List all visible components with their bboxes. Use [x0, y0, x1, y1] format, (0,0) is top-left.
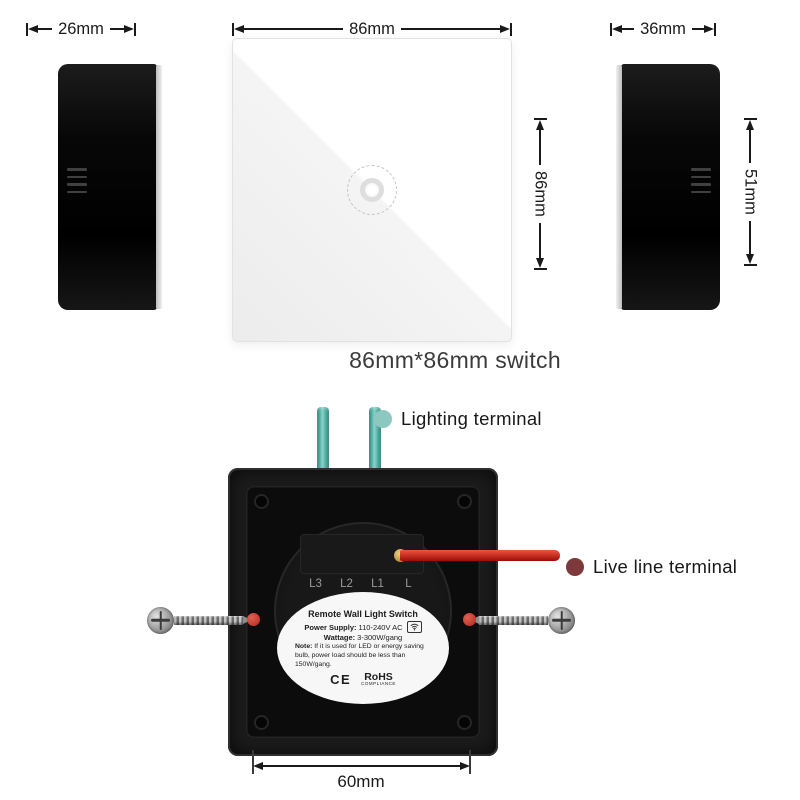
- mounting-screw-right: [471, 605, 575, 635]
- live-terminal-dot-icon: [566, 558, 584, 576]
- wireless-icon: [406, 621, 422, 634]
- dimension-side-left-width: 26mm: [26, 20, 136, 38]
- lighting-terminal-annotation: Lighting terminal: [374, 408, 542, 430]
- arrow-right-icon: [460, 762, 470, 770]
- live-terminal-annotation: Live line terminal: [566, 556, 737, 578]
- glass-panel-edge: [616, 65, 622, 309]
- arrow-right-icon: [704, 25, 714, 33]
- dimension-screw-spacing: [253, 757, 470, 775]
- switch-back-panel: L3 L2 L1 L Remote Wall Light Switch Powe…: [228, 468, 498, 756]
- mounting-hole-right: [463, 613, 476, 626]
- cert-marks: CE RoHS COMPLIANCE: [330, 670, 396, 687]
- vent-slots: [691, 168, 711, 193]
- switch-body-profile: [621, 64, 720, 310]
- mounting-screw-left: [147, 605, 251, 635]
- lighting-terminal-dot-icon: [374, 410, 392, 428]
- dimension-side-right-depth: 51mm: [741, 118, 760, 266]
- dimension-label: 51mm: [741, 169, 760, 215]
- terminal-l1: L1: [371, 578, 384, 590]
- switch-body-profile: [58, 64, 157, 310]
- arrow-left-icon: [253, 762, 263, 770]
- dimension-label: 36mm: [640, 19, 686, 38]
- arrow-up-icon: [746, 120, 754, 130]
- lighting-terminal-label: Lighting terminal: [401, 408, 542, 429]
- dimension-front-height: 86mm: [531, 118, 550, 270]
- screw-shaft: [174, 615, 243, 625]
- live-terminal-label: Live line terminal: [593, 556, 738, 577]
- switch-side-view-left: [58, 64, 162, 310]
- arrow-left-icon: [234, 25, 244, 33]
- touch-button: [347, 165, 397, 215]
- arrow-down-icon: [746, 254, 754, 264]
- terminal-l2: L2: [340, 578, 353, 590]
- vent-slots: [67, 168, 87, 193]
- back-inner-plate: L3 L2 L1 L Remote Wall Light Switch Powe…: [246, 486, 480, 738]
- live-wire: [400, 550, 560, 561]
- arrow-left-icon: [612, 25, 622, 33]
- rohs-mark-icon: RoHS COMPLIANCE: [361, 670, 396, 687]
- ce-mark-icon: CE: [330, 671, 352, 687]
- corner-hole: [457, 494, 472, 509]
- arrow-right-icon: [500, 25, 510, 33]
- spec-note: Note: If it is used for LED or energy sa…: [295, 643, 424, 668]
- dimension-side-right-width: 36mm: [610, 20, 716, 38]
- corner-hole: [254, 494, 269, 509]
- mounting-hole-left: [247, 613, 260, 626]
- spec-wattage-row: Wattage: 3-300W/gang: [323, 633, 403, 643]
- arrow-right-icon: [124, 25, 134, 33]
- glass-panel-edge: [156, 65, 162, 309]
- screw-head-icon: [147, 606, 174, 634]
- screw-head-icon: [548, 606, 575, 634]
- switch-side-view-right: [616, 64, 720, 310]
- extension-line-left: [252, 750, 254, 774]
- spec-power-row: Power Supply: 110-240V AC: [304, 621, 422, 634]
- terminal-labels: L3 L2 L1 L: [300, 578, 424, 590]
- dimension-label: 86mm: [531, 171, 550, 217]
- terminal-l: L: [405, 578, 412, 590]
- arrow-up-icon: [536, 120, 544, 130]
- arrow-left-icon: [28, 25, 38, 33]
- dimension-label: 26mm: [58, 19, 104, 38]
- touch-button-center-icon: [360, 178, 384, 202]
- size-caption: 86mm*86mm switch: [349, 347, 561, 373]
- dimension-label: 86mm: [349, 19, 395, 38]
- screw-spacing-label: 60mm: [337, 772, 385, 791]
- screw-shaft: [479, 615, 548, 625]
- dimension-front-width: 86mm: [232, 20, 512, 38]
- terminal-l3: L3: [309, 578, 322, 590]
- corner-hole: [457, 715, 472, 730]
- spec-title: Remote Wall Light Switch: [308, 609, 418, 620]
- spec-label: Remote Wall Light Switch Power Supply: 1…: [277, 592, 449, 704]
- switch-front-panel: [232, 38, 512, 342]
- corner-hole: [254, 715, 269, 730]
- arrow-down-icon: [536, 258, 544, 268]
